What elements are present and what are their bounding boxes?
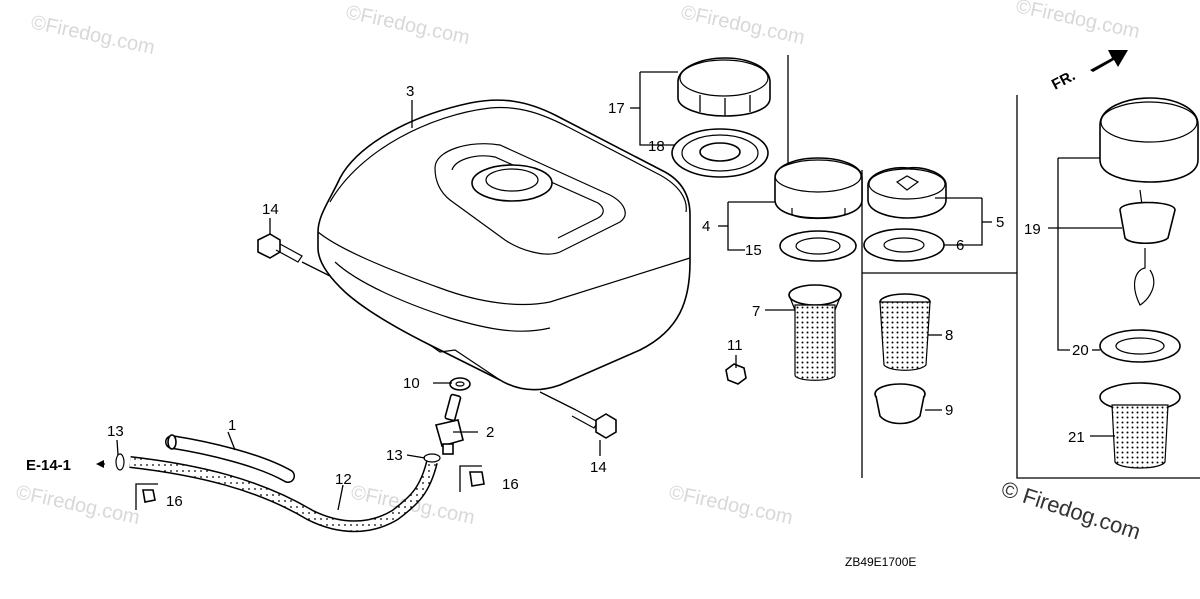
part-label-13: 13: [386, 447, 403, 464]
leader-lines: [98, 71, 1122, 511]
part-label-17: 17: [608, 100, 625, 117]
tube-clip-left: [135, 483, 158, 510]
strainer-7: [788, 284, 842, 381]
part-label-1: 1: [228, 417, 236, 434]
part-label-6: 6: [956, 237, 964, 254]
reference-label[interactable]: E-14-1: [26, 457, 71, 474]
part-label-14: 14: [590, 459, 607, 476]
gasket-6: [863, 228, 945, 262]
part-labels: 3 14 14 1 2 10 13 13 12 16 16 17 18 4 15…: [107, 83, 1089, 510]
part-label-7: 7: [752, 303, 760, 320]
brand-watermark: © Firedog.com: [998, 476, 1143, 544]
fr-arrow-icon: [1090, 50, 1128, 72]
reference-arrow-icon: [96, 460, 104, 468]
part-label-9: 9: [945, 402, 953, 419]
part-label-20: 20: [1072, 342, 1089, 359]
watermark-text: ©Firedog.com: [344, 1, 472, 49]
strainer-21: [1099, 382, 1181, 469]
part-label-3: 3: [406, 83, 414, 100]
part-label-11: 11: [727, 337, 743, 354]
fuel-cap-17: [677, 57, 771, 117]
fuel-cap-19: [1099, 97, 1199, 306]
washer-10: [449, 377, 471, 391]
part-label-8: 8: [945, 327, 953, 344]
bolt-upper: [257, 233, 331, 277]
watermark-text: ©Firedog.com: [1014, 0, 1142, 43]
watermark-text: ©Firedog.com: [679, 1, 807, 49]
fuel-cap-5: [867, 166, 947, 219]
fr-label: FR.: [1049, 67, 1078, 93]
filter-8: [879, 293, 931, 371]
hose-clip-left: [115, 453, 125, 471]
tube-clip-right: [459, 465, 485, 492]
part-label-16: 16: [166, 493, 183, 510]
gasket-18: [671, 128, 769, 178]
front-direction-indicator: FR.: [1049, 50, 1128, 94]
part-label-18: 18: [648, 138, 665, 155]
part-label-12: 12: [335, 471, 352, 488]
part-label-4: 4: [702, 218, 710, 235]
watermark-text: ©Firedog.com: [29, 11, 157, 59]
part-label-15: 15: [745, 242, 762, 259]
part-label-13: 13: [107, 423, 124, 440]
nut-11: [725, 363, 747, 385]
part-label-21: 21: [1068, 429, 1085, 446]
part-label-10: 10: [403, 375, 420, 392]
part-label-14: 14: [262, 201, 279, 218]
part-label-2: 2: [486, 424, 494, 441]
part-label-19: 19: [1024, 221, 1041, 238]
fuel-cap-4: [774, 157, 863, 220]
fuel-tank: [317, 99, 691, 391]
part-label-5: 5: [996, 214, 1004, 231]
part-label-16: 16: [502, 476, 519, 493]
bolt-lower: [539, 391, 617, 439]
watermark-text: ©Firedog.com: [667, 481, 795, 529]
fuel-hose-short: [165, 434, 295, 483]
fuel-hose-long: [129, 456, 438, 533]
drawing-code: ZB49E1700E: [845, 555, 916, 569]
watermark-text: ©Firedog.com: [14, 481, 142, 529]
ring-9: [874, 383, 926, 425]
hose-clip-right: [423, 453, 441, 463]
gasket-15: [779, 230, 857, 262]
fuel-cock: [434, 393, 464, 455]
gasket-20: [1099, 329, 1181, 363]
